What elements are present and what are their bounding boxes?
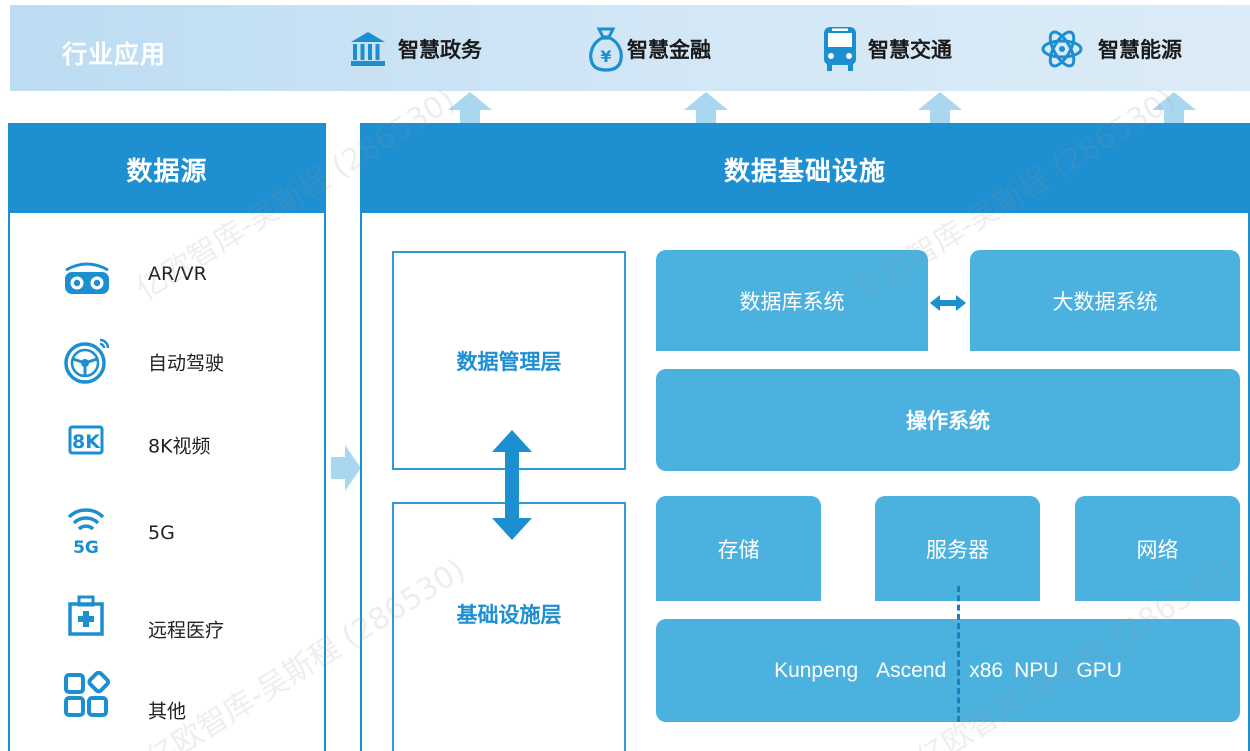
source-item-arvr[interactable]: AR/VR — [10, 252, 326, 312]
database-system-block[interactable]: 数据库系统 — [656, 250, 928, 351]
chip-npu: NPU — [1014, 658, 1059, 682]
chip-gpu: GPU — [1076, 658, 1122, 682]
database-system-label: 数据库系统 — [739, 289, 845, 314]
5g-signal-icon: 5G — [67, 508, 105, 558]
up-arrow-icon — [918, 92, 962, 126]
industry-smart-finance[interactable]: ¥ 智慧金融 — [588, 21, 711, 77]
storage-label: 存储 — [717, 537, 760, 562]
industry-label: 智慧政务 — [398, 38, 482, 62]
industry-label: 智慧金融 — [627, 38, 711, 62]
industry-label: 智慧交通 — [868, 38, 952, 62]
steering-wheel-icon — [64, 338, 110, 384]
money-bag-icon: ¥ — [589, 27, 623, 72]
industry-application-bar: 行业应用 智慧政务 ¥ 智慧金融 智慧交通 — [10, 5, 1250, 91]
bigdata-system-label: 大数据系统 — [1052, 289, 1158, 314]
source-label: 8K视频 — [148, 435, 211, 458]
source-label: 自动驾驶 — [148, 352, 225, 375]
network-label: 网络 — [1136, 537, 1179, 562]
operating-system-label: 操作系统 — [906, 409, 990, 433]
industry-smart-energy[interactable]: 智慧能源 — [1040, 21, 1182, 77]
source-item-5g[interactable]: 5G 5G — [10, 503, 326, 563]
server-chip-dashed-divider — [957, 586, 960, 722]
medical-kit-icon — [68, 595, 104, 636]
source-item-other[interactable]: 其他 — [10, 671, 326, 731]
svg-text:5G: 5G — [73, 538, 99, 558]
storage-block[interactable]: 存储 — [656, 496, 821, 601]
infrastructure-layer[interactable]: 基础设施层 — [392, 502, 626, 751]
source-item-autonomous-driving[interactable]: 自动驾驶 — [10, 332, 326, 392]
bigdata-system-block[interactable]: 大数据系统 — [970, 250, 1240, 351]
chip-list: Kunpeng Ascend x86 NPU GPU — [765, 659, 1131, 683]
operating-system-block[interactable]: 操作系统 — [656, 369, 1240, 471]
data-source-panel: 数据源 AR/VR 自动驾驶 8K 8K视频 — [8, 123, 326, 751]
source-item-telemedicine[interactable]: 远程医疗 — [10, 593, 326, 653]
data-management-layer-label: 数据管理层 — [456, 349, 562, 374]
industry-smart-transport[interactable]: 智慧交通 — [822, 21, 952, 77]
network-block[interactable]: 网络 — [1075, 496, 1240, 601]
vr-headset-icon — [65, 262, 109, 294]
up-arrow-icon — [684, 92, 728, 126]
data-management-layer[interactable]: 数据管理层 — [392, 251, 626, 470]
source-label: AR/VR — [148, 263, 207, 285]
up-arrow-icon — [1152, 92, 1196, 126]
vertical-double-arrow-icon — [492, 430, 532, 540]
server-label: 服务器 — [926, 537, 989, 562]
industry-label: 智慧能源 — [1098, 38, 1182, 62]
chip-x86: x86 — [969, 658, 1004, 682]
atom-icon — [1041, 30, 1083, 68]
source-item-8k-video[interactable]: 8K 8K视频 — [10, 415, 326, 475]
government-building-icon — [351, 32, 385, 66]
chip-ascend: Ascend — [876, 658, 947, 682]
up-arrow-icon — [448, 92, 492, 126]
industry-smart-government[interactable]: 智慧政务 — [348, 21, 482, 77]
svg-text:8K: 8K — [72, 431, 101, 453]
other-apps-icon — [64, 671, 111, 717]
source-label: 其他 — [148, 700, 187, 723]
bus-icon — [824, 27, 856, 71]
right-arrow-icon — [331, 445, 361, 491]
processor-chips-block[interactable]: Kunpeng Ascend x86 NPU GPU — [656, 619, 1240, 722]
source-label: 远程医疗 — [148, 619, 225, 642]
data-infrastructure-title: 数据基础设施 — [362, 125, 1248, 213]
data-source-title: 数据源 — [10, 125, 324, 213]
source-label: 5G — [148, 522, 175, 544]
industry-bar-title: 行业应用 — [62, 40, 167, 69]
horizontal-double-arrow-icon — [930, 295, 966, 311]
server-block[interactable]: 服务器 — [875, 496, 1040, 601]
infrastructure-layer-label: 基础设施层 — [456, 602, 562, 627]
chip-kunpeng: Kunpeng — [774, 658, 859, 682]
8k-badge-icon: 8K — [68, 425, 104, 455]
svg-text:¥: ¥ — [600, 47, 611, 66]
